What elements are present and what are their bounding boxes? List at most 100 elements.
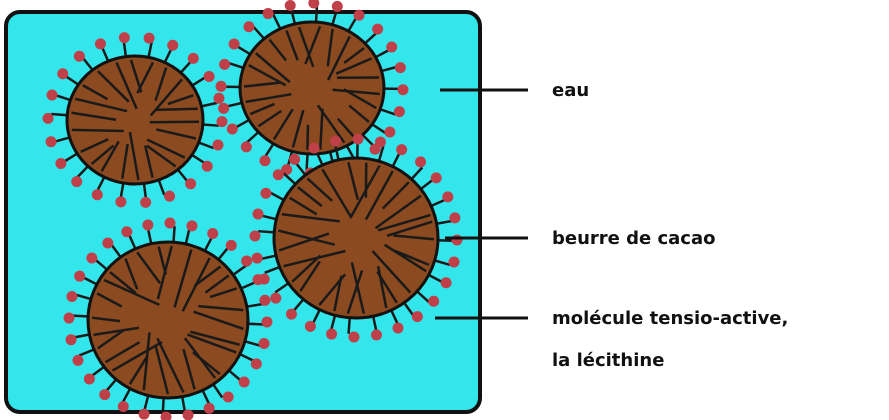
surfactant-head [305,321,316,332]
surfactant-head [226,240,237,251]
surfactant-head [204,403,215,414]
surfactant-inner-tail [150,122,199,123]
surfactant-head [270,293,281,304]
surfactant-head [261,316,272,327]
surfactant-head [259,338,270,349]
surfactant-head [372,24,383,35]
surfactant-head [384,126,395,137]
surfactant-head [227,124,238,135]
surfactant-head [92,189,103,200]
surfactant-head [219,59,230,70]
surfactant-head [397,84,408,95]
surfactant-head [223,392,234,403]
surfactant-head [451,234,462,245]
surfactant-head [448,256,459,267]
surfactant-head [286,309,297,320]
surfactant-head [202,161,213,172]
surfactant-head [74,51,85,62]
surfactant-head [207,228,218,239]
water-label: eau [552,80,589,101]
surfactant-head [273,169,284,180]
surfactant-head [43,113,54,124]
surfactant-label-line2: la lécithine [552,350,664,371]
surfactant-head [252,253,263,264]
surfactant-head [354,10,365,21]
surfactant-head [183,409,194,420]
surfactant-head [251,358,262,369]
surfactant-head [428,296,439,307]
surfactant-head [415,156,426,167]
surfactant-head [212,139,223,150]
surfactant-head [216,116,227,127]
surfactant-head [139,409,150,420]
surfactant-inner-tail [307,125,308,150]
surfactant-head [86,253,97,264]
surfactant-head [241,141,252,152]
surfactant-head [263,8,274,19]
surfactant-head [326,329,337,340]
surfactant-head [239,376,250,387]
surfactant-head [186,220,197,231]
surfactant-head [118,401,129,412]
surfactant-head [71,176,82,187]
surfactant-label-line1: molécule tensio-active, [552,308,788,329]
surfactant-head [353,134,364,145]
surfactant-head [216,81,227,92]
surfactant-head [213,93,224,104]
surfactant-head [260,188,271,199]
surfactant-head [46,136,57,147]
surfactant-head [204,71,215,82]
surfactant-head [142,220,153,231]
surfactant-head [66,291,77,302]
legend: eau beurre de cacao molécule tensio-acti… [435,80,788,371]
surfactant-head [412,311,423,322]
surfactant-head [431,172,442,183]
surfactant-head [185,178,196,189]
surfactant-head [259,155,270,166]
surfactant-head [102,237,113,248]
surfactant-head [84,373,95,384]
surfactant-head [441,277,452,288]
surfactant-head [375,136,386,147]
surfactant-head [243,21,254,32]
surfactant-head [47,90,58,101]
surfactant-head [371,329,382,340]
surfactant-head [218,103,229,114]
surfactant-head [449,212,460,223]
surfactant-head [241,256,252,267]
surfactant-inner-tail [155,109,197,110]
surfactant-head [332,1,343,12]
surfactant-head [250,231,261,242]
surfactant-head [259,295,270,306]
surfactant-head [140,197,151,208]
surfactant-head [348,331,359,342]
surfactant-head [253,274,264,285]
surfactant-head [57,68,68,79]
surfactant-head [164,191,175,202]
surfactant-head [386,41,397,52]
surfactant-head [396,144,407,155]
surfactant-head [395,62,406,73]
surfactant-head [144,33,155,44]
surfactant-head [119,32,130,43]
surfactant-head [253,209,264,220]
surfactant-head [289,154,300,165]
surfactant-head [330,136,341,147]
surfactant-head [229,39,240,50]
surfactant-inner-tail [72,130,124,131]
surfactant-head [394,106,405,117]
surfactant-head [64,313,75,324]
surfactant-head [95,38,106,49]
surfactant-head [188,53,199,64]
cocoa-butter-droplet [240,22,384,154]
surfactant-head [74,271,85,282]
surfactant-head [167,40,178,51]
surfactant-head [442,191,453,202]
surfactant-head [164,218,175,229]
surfactant-head [115,196,126,207]
surfactant-head [55,158,66,169]
surfactant-head [309,142,320,153]
surfactant-head [72,355,83,366]
surfactant-head [66,334,77,345]
